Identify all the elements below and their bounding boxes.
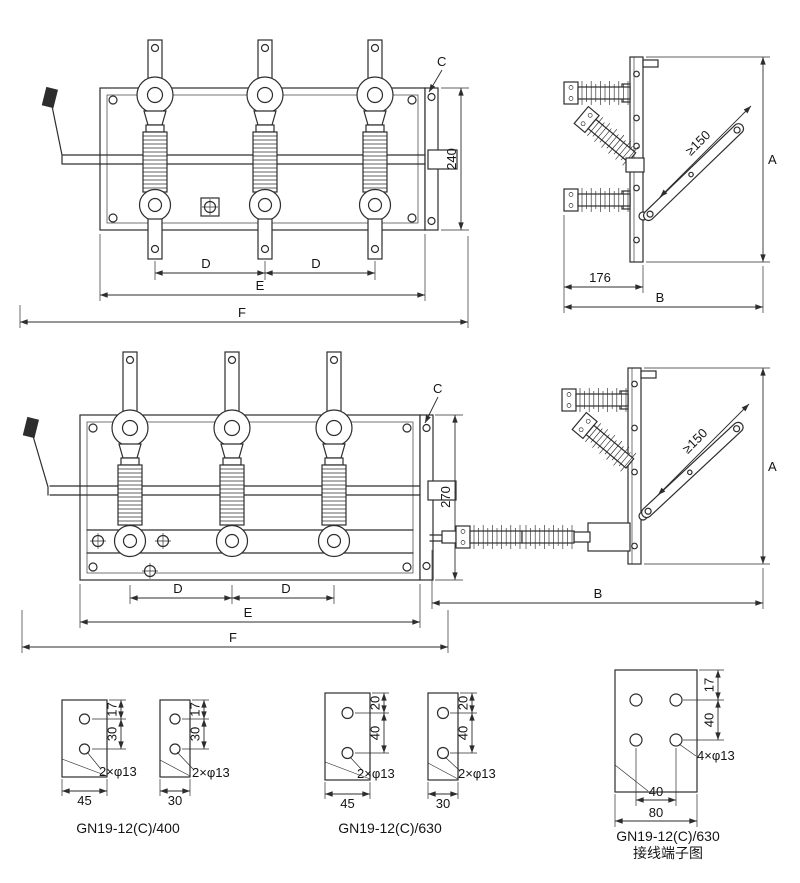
dims-front-240: C 240 D D E F bbox=[19, 54, 469, 328]
plate-45: 20 40 2×φ13 45 bbox=[324, 692, 395, 811]
hole-label: 4×φ13 bbox=[697, 748, 735, 763]
plate-45: 17 30 2×φ13 45 bbox=[61, 699, 137, 808]
plate-30: 20 40 2×φ13 30 bbox=[427, 692, 496, 811]
upper-insulator bbox=[561, 387, 629, 413]
dim-label-f: F bbox=[229, 630, 237, 645]
dim-label-b: B bbox=[594, 586, 603, 601]
side-view-240: ≥150 A 176 B bbox=[563, 56, 777, 313]
dim-label-f: F bbox=[238, 305, 246, 320]
operating-lever bbox=[41, 86, 63, 165]
caption-terminal-400: GN19-12(C)/400 bbox=[76, 820, 180, 836]
dim-label-270: 270 bbox=[438, 486, 453, 508]
dim-label-b: B bbox=[656, 290, 665, 305]
dim-label-240: 240 bbox=[444, 148, 459, 170]
dim-label-width: 80 bbox=[649, 805, 663, 820]
bolt-mark bbox=[141, 562, 159, 580]
caption-terminal-630-lug-line2: 接线端子图 bbox=[633, 845, 703, 861]
pole-1 bbox=[111, 351, 149, 558]
dim-label-width: 30 bbox=[168, 793, 182, 808]
mechanism-housing bbox=[587, 522, 631, 552]
dim-label-width: 45 bbox=[77, 793, 91, 808]
front-view-240: C 240 D D E F bbox=[19, 39, 469, 328]
dim-label-width: 30 bbox=[436, 796, 450, 811]
caption-terminal-630-lug-line1: GN19-12(C)/630 bbox=[616, 828, 720, 844]
dim-label-d1: D bbox=[201, 256, 210, 271]
dim-label-a: A bbox=[768, 459, 777, 474]
pole-2 bbox=[246, 39, 284, 260]
linkage-block bbox=[625, 157, 645, 173]
caption-terminal-630: GN19-12(C)/630 bbox=[338, 820, 442, 836]
dim-label-top: 20 bbox=[368, 696, 383, 710]
dim-label-width: 45 bbox=[340, 796, 354, 811]
hole-label: 2×φ13 bbox=[357, 766, 395, 781]
pole-2 bbox=[213, 351, 251, 558]
dim-label-pitch: 30 bbox=[188, 727, 203, 741]
dim-label-top: 20 bbox=[456, 696, 471, 710]
dim-label-top: 17 bbox=[702, 678, 717, 692]
hole-label: 2×φ13 bbox=[99, 764, 137, 779]
bolt-mark bbox=[89, 532, 107, 550]
upper-insulator bbox=[563, 80, 631, 106]
dim-label-pitch: 40 bbox=[456, 726, 471, 740]
bolt-mark bbox=[154, 532, 172, 550]
dim-label-top: 17 bbox=[188, 702, 203, 716]
pole-1 bbox=[136, 39, 174, 260]
plate-80: 17 40 4×φ13 40 80 bbox=[614, 669, 735, 827]
terminal-detail-630-lug: 17 40 4×φ13 40 80 GN19-12(C)/630 接线端子图 bbox=[614, 669, 735, 861]
dim-label-d2: D bbox=[311, 256, 320, 271]
dim-label-e: E bbox=[244, 605, 253, 620]
side-view-270: ≥150 A B bbox=[429, 367, 777, 609]
dims-front-270: C 270 D D E F bbox=[21, 381, 463, 653]
terminal-detail-630: 20 40 2×φ13 45 20 40 2×φ13 30 bbox=[324, 692, 496, 836]
connecting-rod bbox=[573, 531, 591, 543]
dim-label-c: C bbox=[437, 54, 446, 69]
ground-bolt bbox=[200, 197, 220, 217]
plate-30: 17 30 2×φ13 30 bbox=[159, 699, 230, 808]
front-view-270: C 270 D D E F bbox=[21, 351, 463, 653]
dim-label-pitch-h: 40 bbox=[649, 784, 663, 799]
dim-label-176: 176 bbox=[589, 270, 611, 285]
lower-insulator bbox=[563, 187, 631, 213]
lower-insulator-long bbox=[429, 524, 575, 550]
dim-label-e: E bbox=[256, 278, 265, 293]
dim-label-c: C bbox=[433, 381, 442, 396]
dim-label-d2: D bbox=[281, 581, 290, 596]
dim-label-top: 17 bbox=[105, 702, 120, 716]
pole-3 bbox=[356, 39, 394, 260]
hole-label: 2×φ13 bbox=[192, 765, 230, 780]
dim-label-pitch-v: 40 bbox=[702, 713, 717, 727]
pole-3 bbox=[315, 351, 353, 558]
terminal-detail-400: 17 30 2×φ13 45 17 30 2×φ13 30 bbox=[61, 699, 230, 836]
dims-side-240: ≥150 A 176 B bbox=[563, 56, 777, 313]
hole-label: 2×φ13 bbox=[458, 766, 496, 781]
dim-label-d1: D bbox=[173, 581, 182, 596]
dim-label-pitch: 30 bbox=[105, 727, 120, 741]
dim-label-a: A bbox=[768, 152, 777, 167]
shaft-coupler bbox=[427, 149, 458, 170]
operating-lever bbox=[22, 416, 49, 496]
dim-label-pitch: 40 bbox=[368, 726, 383, 740]
